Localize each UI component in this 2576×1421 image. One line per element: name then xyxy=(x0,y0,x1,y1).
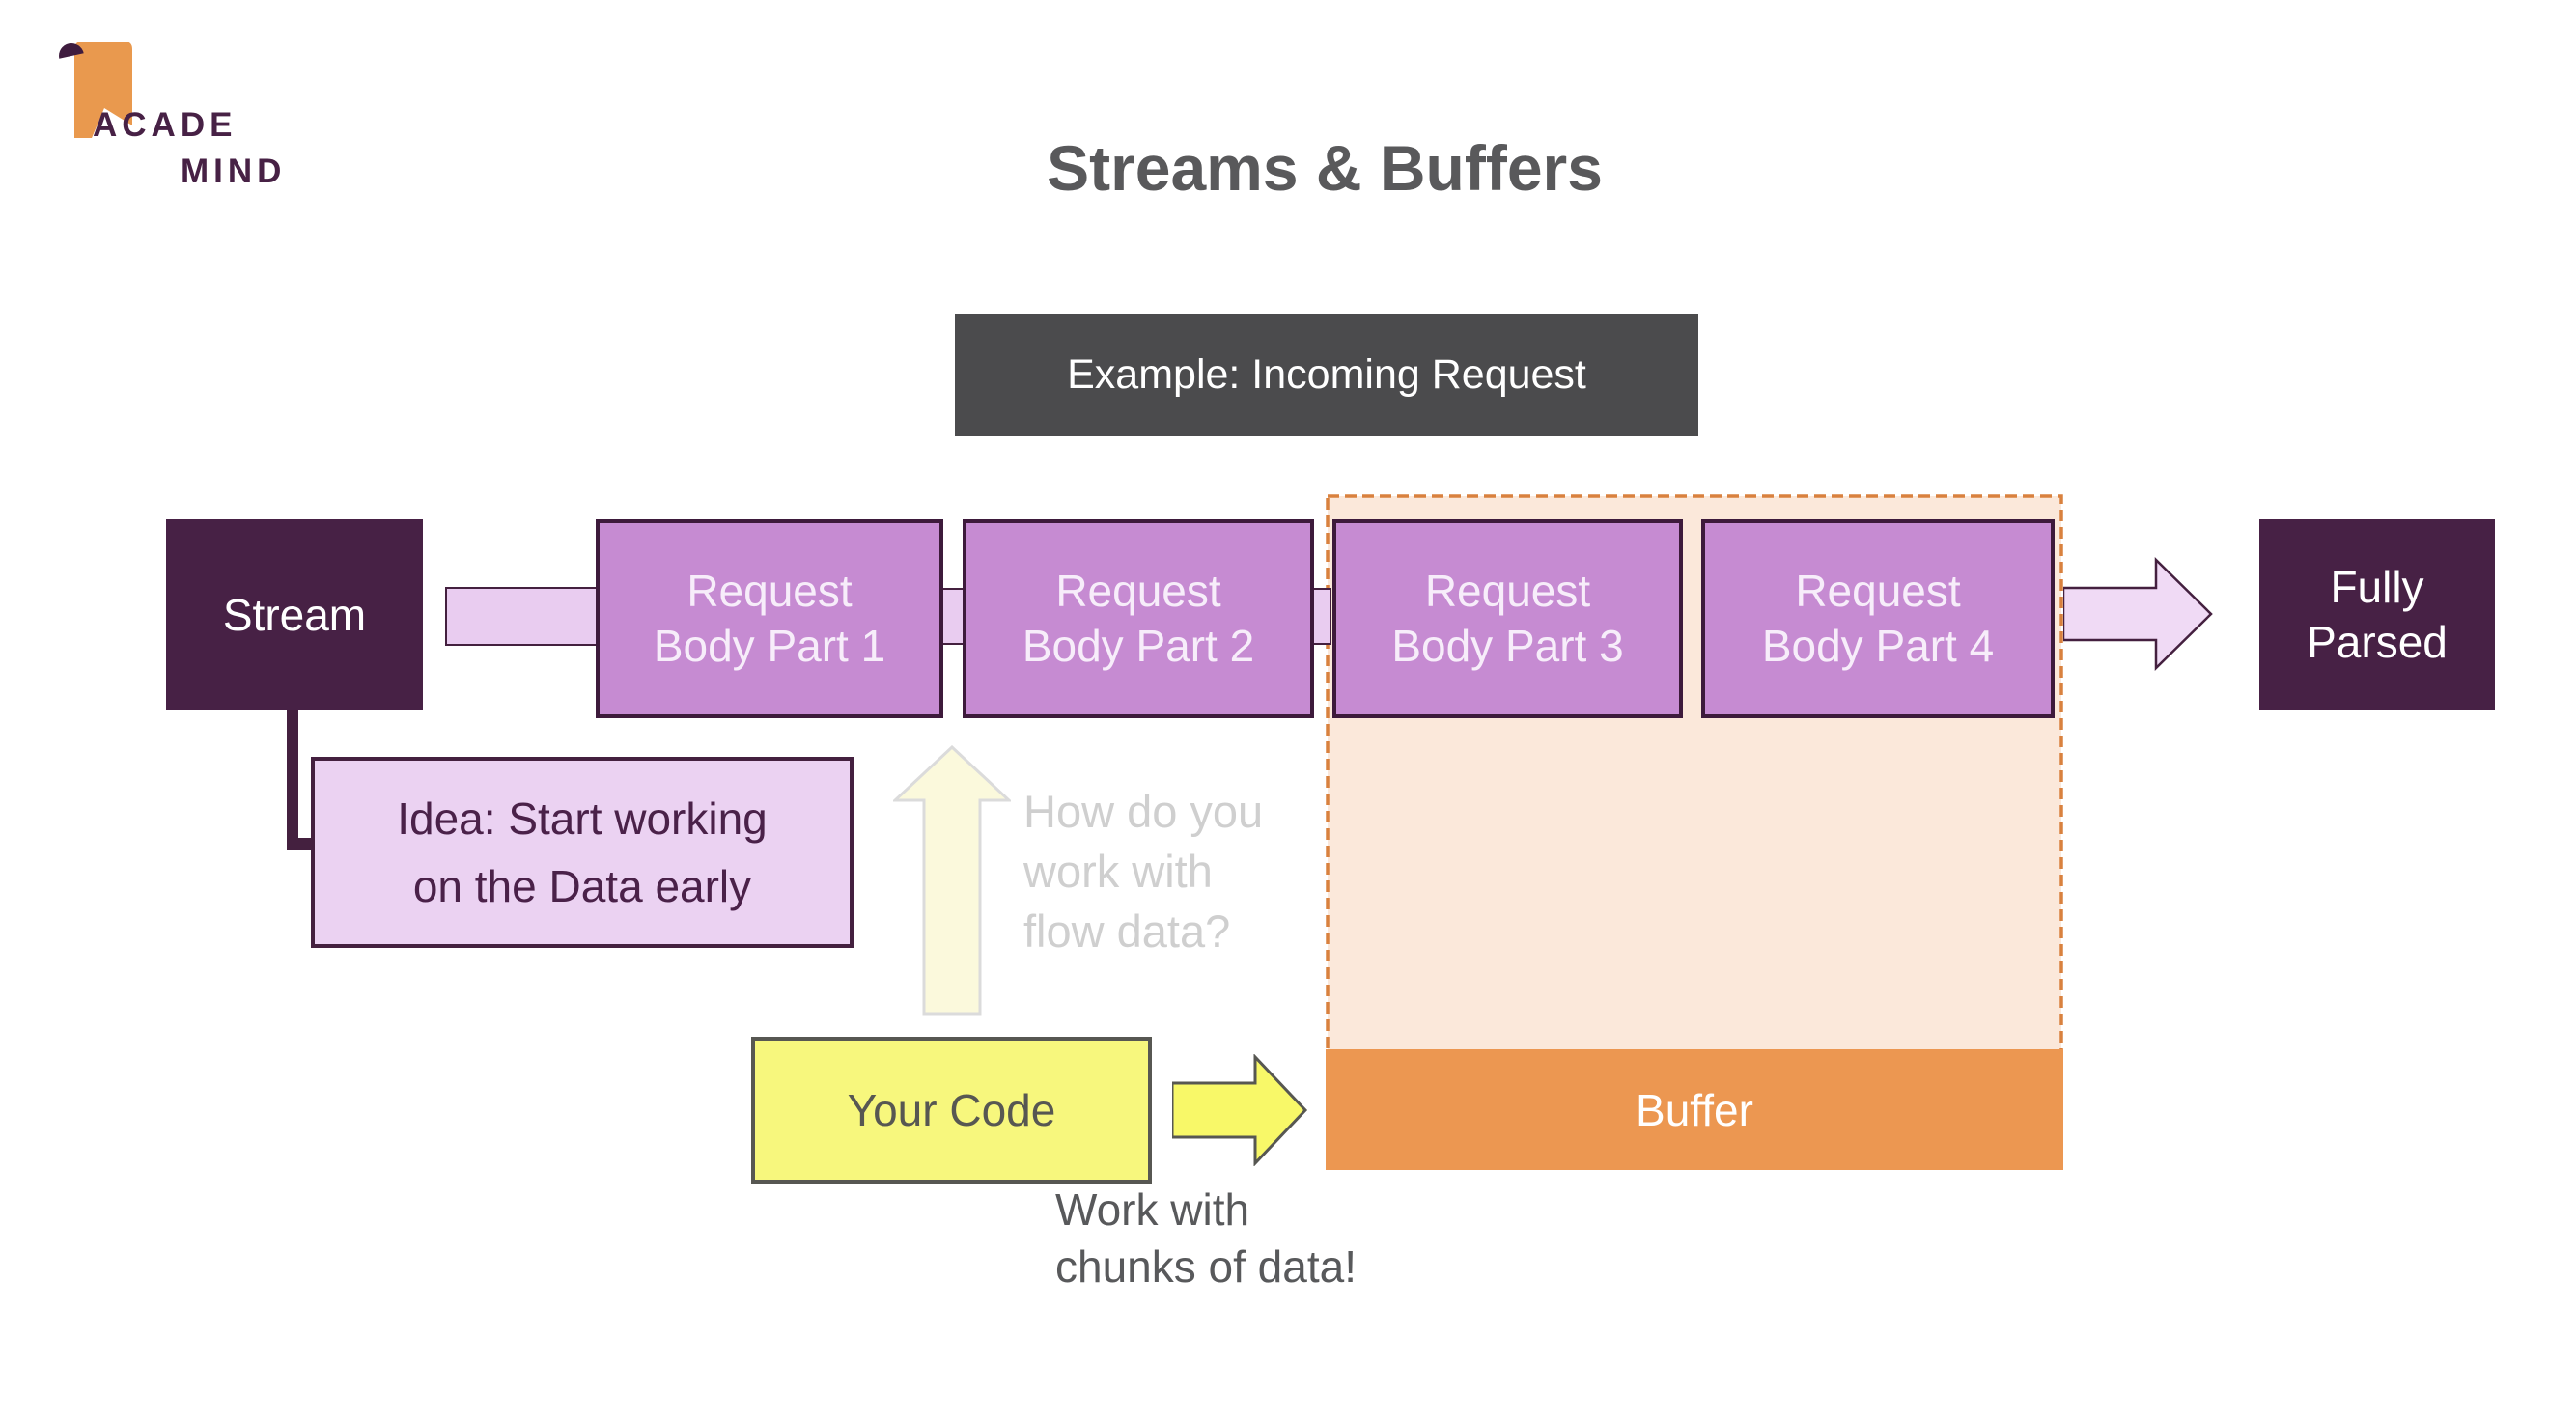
request-part-box-4: Request Body Part 4 xyxy=(1701,519,2055,718)
part-label-line1: Request xyxy=(1424,566,1591,616)
part-label-line2: Body Part 2 xyxy=(1022,621,1255,671)
logo-word-bottom: MIND xyxy=(181,153,287,190)
arrow-right-icon xyxy=(1172,1054,1308,1166)
your-code-label: Your Code xyxy=(847,1085,1056,1135)
example-banner: Example: Incoming Request xyxy=(955,314,1698,436)
fully-parsed-line2: Parsed xyxy=(2307,617,2448,667)
idea-note-line1: Idea: Start working xyxy=(397,794,768,844)
idea-note-line2: on the Data early xyxy=(412,861,752,911)
part-label-line2: Body Part 3 xyxy=(1391,621,1624,671)
page-title: Streams & Buffers xyxy=(1047,132,1603,204)
part-label-line1: Request xyxy=(1795,566,1961,616)
stream-box: Stream xyxy=(166,519,423,710)
arrow-right-icon xyxy=(2063,557,2213,671)
chunks-note-line1: Work with xyxy=(1055,1184,1250,1235)
request-part-box-2: Request Body Part 2 xyxy=(963,519,1314,718)
fully-parsed-box: Fully Parsed xyxy=(2259,519,2495,710)
your-code-box: Your Code xyxy=(751,1037,1152,1184)
request-part-box-3: Request Body Part 3 xyxy=(1332,519,1683,718)
buffer-label: Buffer xyxy=(1636,1084,1753,1135)
buffer-box: Buffer xyxy=(1326,1049,2063,1170)
part-label-line1: Request xyxy=(686,566,853,616)
part-label-line2: Body Part 4 xyxy=(1761,621,1995,671)
request-part-box-1: Request Body Part 1 xyxy=(596,519,943,718)
question-line1: How do you xyxy=(1023,786,1264,837)
logo-word-top: ACADE xyxy=(93,106,238,144)
fully-parsed-line1: Fully xyxy=(2330,562,2424,612)
part-label-line2: Body Part 1 xyxy=(653,621,886,671)
chunks-note: Work with chunks of data! xyxy=(1055,1182,1357,1296)
chunks-note-line2: chunks of data! xyxy=(1055,1241,1357,1292)
stream-label: Stream xyxy=(222,589,367,640)
academind-logo: ACADE MIND xyxy=(0,0,348,212)
arrow-up-icon xyxy=(893,745,1011,1016)
question-text: How do you work with flow data? xyxy=(1023,782,1263,961)
bookmark-ribbon-icon xyxy=(59,42,132,138)
question-line3: flow data? xyxy=(1023,906,1231,957)
question-line2: work with xyxy=(1023,846,1213,897)
elbow-connector-line xyxy=(287,710,298,850)
example-banner-label: Example: Incoming Request xyxy=(1067,351,1586,398)
part-label-line1: Request xyxy=(1055,566,1221,616)
elbow-connector-line xyxy=(287,838,313,850)
idea-note: Idea: Start working on the Data early xyxy=(311,757,854,948)
connector-bar xyxy=(445,587,602,646)
